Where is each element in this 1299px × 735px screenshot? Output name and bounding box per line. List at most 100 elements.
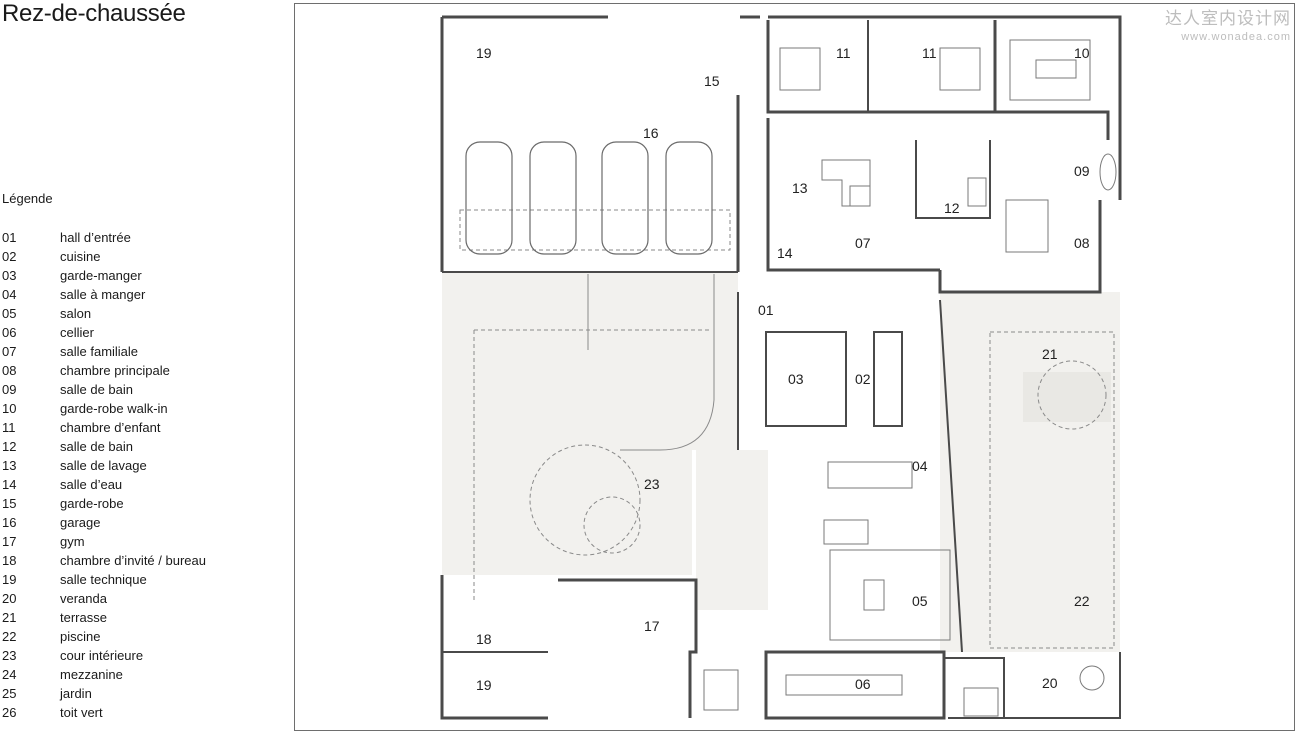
bed-icon (1005, 199, 1049, 253)
room-label: 18 (476, 631, 492, 647)
legend-label: salle de bain (60, 439, 133, 454)
room-label: 15 (704, 73, 720, 89)
room-label: 07 (855, 235, 871, 251)
legend-num: 17 (2, 534, 17, 549)
room-label: 09 (1074, 163, 1090, 179)
room-label: 20 (1042, 675, 1058, 691)
legend-num: 12 (2, 439, 17, 454)
gym-wall (558, 578, 698, 718)
side-table (849, 185, 871, 207)
legend-label: chambre principale (60, 363, 170, 378)
legend-num: 22 (2, 629, 17, 644)
legend-label: garde-robe (60, 496, 124, 511)
dashed-outlines (459, 209, 1115, 649)
legend-num: 10 (2, 401, 17, 416)
bed-icon (939, 47, 981, 91)
wine-rack (785, 674, 903, 696)
terrace-tree (1037, 360, 1107, 430)
legend-label: salle familiale (60, 344, 139, 359)
room-label: 10 (1074, 45, 1090, 61)
legend-num: 24 (2, 667, 17, 682)
veranda-table (963, 687, 999, 717)
room-label: 12 (944, 200, 960, 216)
room-label: 05 (912, 593, 928, 609)
room-label: 01 (758, 302, 774, 318)
legend-label: chambre d’enfant (60, 420, 161, 435)
courtyard-zone (442, 450, 692, 575)
room-label: 13 (792, 180, 808, 196)
kitchen-island (873, 331, 903, 427)
shaded-zones (442, 272, 1120, 652)
room-label: 06 (855, 676, 871, 692)
room-label: 22 (1074, 593, 1090, 609)
legend-label: veranda (60, 591, 107, 606)
legend-num: 25 (2, 686, 17, 701)
room-label: 11 (836, 45, 851, 61)
legend-item: 25 jardin (2, 685, 206, 704)
legend-label: salon (60, 306, 92, 321)
walkin-wall (995, 110, 1110, 140)
legend-label: hall d’entrée (60, 230, 131, 245)
legend-label: terrasse (60, 610, 107, 625)
cellar-wall (764, 650, 946, 720)
driveway-curve (620, 274, 715, 451)
coffee-table (863, 579, 885, 611)
watermark-cn: 达人室内设计网 (1165, 9, 1291, 28)
walls (440, 15, 1122, 720)
armchair (823, 519, 869, 545)
legend-num: 19 (2, 572, 17, 587)
legend-item: 24 mezzanine (2, 666, 206, 685)
page-title: Rez-de-chaussée (2, 0, 186, 27)
legend-label: piscine (60, 629, 101, 644)
north-wall (442, 15, 1122, 200)
legend-item: 08 chambre principale (2, 362, 206, 381)
pool-outline (989, 331, 1115, 649)
southwest-wall (440, 575, 548, 720)
legend-label: salle technique (60, 572, 147, 587)
wardrobe-bench (1035, 59, 1077, 79)
legend-num: 14 (2, 477, 17, 492)
legend-num: 03 (2, 268, 17, 283)
legend-label: garde-robe walk-in (60, 401, 168, 416)
legend-num: 16 (2, 515, 17, 530)
parking-zone (459, 209, 731, 251)
legend-num: 15 (2, 496, 17, 511)
room-label: 11 (922, 45, 937, 61)
legend-label: cuisine (60, 249, 101, 264)
legend-label: jardin (60, 686, 92, 701)
legend-label: gym (60, 534, 85, 549)
living-sofa-area (829, 549, 951, 641)
bath-12 (915, 140, 991, 219)
legend-label: salle de lavage (60, 458, 147, 473)
legend-label: cour intérieure (60, 648, 144, 663)
legend-title: Légende (2, 191, 53, 206)
dining-table (827, 461, 913, 489)
legend-item: 10 garde-robe walk-in (2, 400, 206, 419)
tub-icon (967, 177, 987, 207)
veranda-round-table (1079, 665, 1105, 691)
legend-num: 08 (2, 363, 17, 378)
car-icon (529, 141, 577, 255)
south-wall (948, 652, 1121, 719)
room-label: 19 (476, 677, 492, 693)
terrace-zone (940, 292, 1120, 652)
planter (703, 669, 739, 711)
legend-num: 01 (2, 230, 17, 245)
legend-item: 12 salle de bain (2, 438, 206, 457)
legend-label: mezzanine (60, 667, 123, 682)
legend-label: chambre d’invité / bureau (60, 553, 206, 568)
room-label: 19 (476, 45, 492, 61)
